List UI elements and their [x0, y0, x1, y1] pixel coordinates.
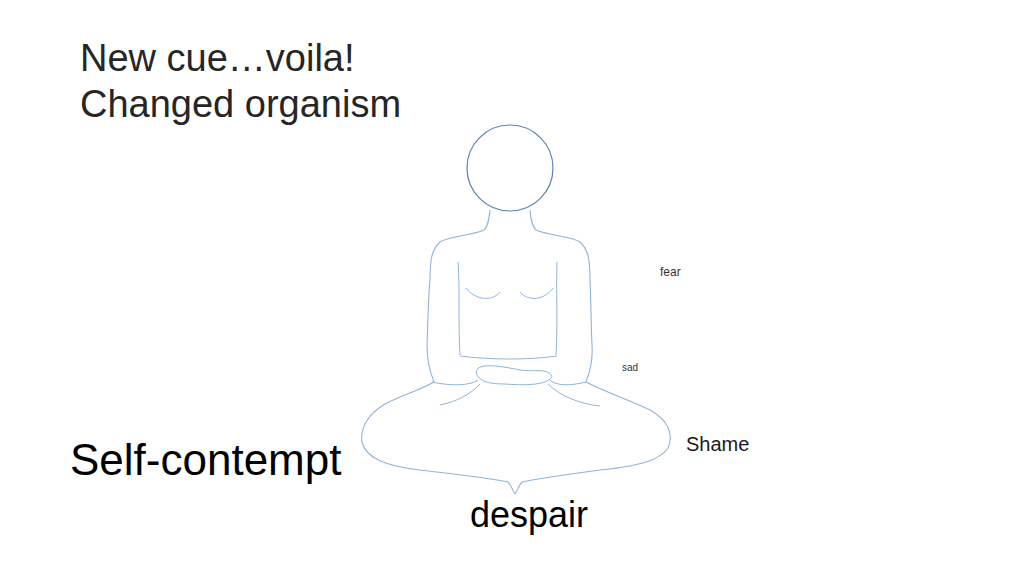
head-outline: [467, 125, 553, 211]
emotion-label: sad: [622, 362, 638, 374]
emotion-label: fear: [660, 266, 681, 280]
slide-title: New cue…voila! Changed organism: [80, 36, 460, 127]
torso-lines: [432, 262, 600, 406]
body-outline: [362, 210, 671, 494]
emotion-label: Self-contempt: [70, 435, 341, 486]
emotion-label: despair: [470, 494, 588, 535]
emotion-label: Shame: [686, 433, 749, 456]
